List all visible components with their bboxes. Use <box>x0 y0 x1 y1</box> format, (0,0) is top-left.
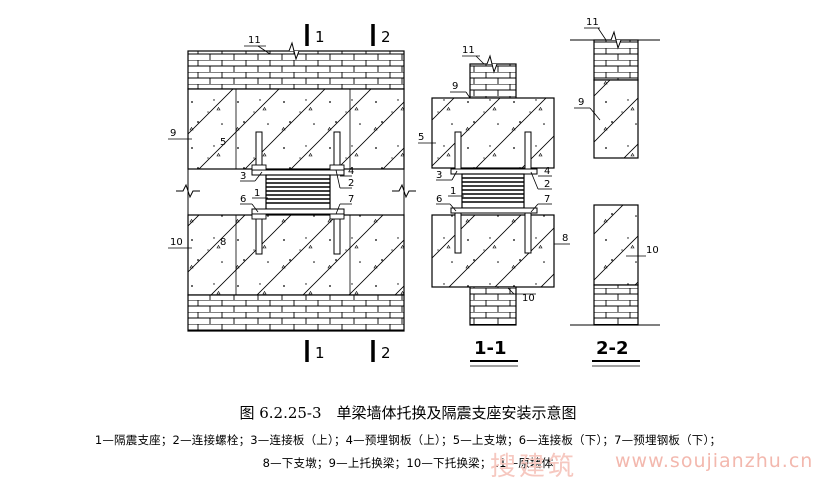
lower-transfer-beam-2-2 <box>593 204 639 286</box>
callout-3: 3 <box>436 170 442 181</box>
anchor-bolt <box>333 213 341 255</box>
callout-1: 1 <box>254 188 260 199</box>
figure-legend-line-2: 8—下支墩；9—上托换梁；10—下托换梁；11—原墙体 <box>262 456 554 470</box>
callout-8: 8 <box>220 237 226 248</box>
callout-9: 9 <box>170 128 176 139</box>
anchor-bolt <box>524 212 532 254</box>
break-line-left <box>176 183 200 199</box>
wall-retrofit-diagram: 1 2 1 2 11 9 5 10 8 3 1 6 4 2 7 <box>168 17 660 367</box>
anchor-bolt <box>454 131 462 170</box>
elevation-view: 1 2 1 2 11 9 5 10 8 3 1 6 4 2 7 <box>168 24 416 362</box>
break-line-right <box>392 183 416 199</box>
callout-5: 5 <box>418 132 424 143</box>
callout-11: 11 <box>462 45 475 56</box>
original-wall-bottom-1-1 <box>469 286 517 326</box>
upper-transfer-beam-2-2 <box>593 79 639 159</box>
callout-6: 6 <box>240 194 246 205</box>
top-break-symbol <box>280 41 310 61</box>
callout-6: 6 <box>436 194 442 205</box>
callout-3: 3 <box>240 171 246 182</box>
callout-4: 4 <box>348 166 354 177</box>
callout-1: 1 <box>450 186 456 197</box>
callout-10: 10 <box>522 293 535 304</box>
original-wall-bottom <box>187 294 405 332</box>
section-mark-label-1: 1 <box>315 344 325 362</box>
section-mark-label-2: 2 <box>381 344 391 362</box>
callout-4: 4 <box>544 166 550 177</box>
isolation-bearing <box>265 174 331 210</box>
figure-legend-line-1: 1—隔震支座；2—连接螺栓；3—连接板（上）；4—预埋钢板（上）；5—上支墩；6… <box>94 433 722 447</box>
section-1-1-view: 11 9 5 3 1 6 4 2 7 8 10 1-1 <box>418 45 570 367</box>
anchor-bolt <box>255 213 263 255</box>
anchor-bolt <box>333 131 341 171</box>
callout-8: 8 <box>562 233 568 244</box>
callout-9: 9 <box>578 97 584 108</box>
anchor-bolt <box>524 131 532 170</box>
section-mark-label-2: 2 <box>381 28 391 46</box>
isolation-bearing-assembly-elevation <box>251 131 345 255</box>
callout-10: 10 <box>646 245 659 256</box>
original-wall-bottom-2-2 <box>593 284 639 326</box>
upper-connecting-plate <box>251 169 345 176</box>
callout-10: 10 <box>170 237 183 248</box>
original-wall-top-2-2 <box>593 39 639 81</box>
view-title-1-1: 1-1 <box>474 338 507 359</box>
callout-9: 9 <box>452 81 458 92</box>
upper-transfer-beam <box>187 88 405 170</box>
callout-2: 2 <box>544 179 550 190</box>
anchor-bolt <box>255 131 263 171</box>
isolation-bearing-1-1 <box>461 173 525 209</box>
callout-11: 11 <box>586 17 599 28</box>
lower-pier <box>431 214 555 288</box>
callout-2: 2 <box>348 178 354 189</box>
watermark-logo: 搜建筑 <box>490 452 578 482</box>
section-mark-label-1: 1 <box>315 28 325 46</box>
callout-11: 11 <box>248 35 261 46</box>
lower-connecting-plate <box>251 208 345 215</box>
watermark-url: www.soujianzhu.cn <box>615 450 814 472</box>
figure-caption-title: 图 6.2.25-3 单梁墙体托换及隔震支座安装示意图 <box>239 404 577 422</box>
callout-5: 5 <box>220 137 226 148</box>
callout-7: 7 <box>348 194 354 205</box>
view-title-2-2: 2-2 <box>596 338 629 359</box>
upper-pier <box>431 97 555 169</box>
lower-transfer-beam <box>187 214 405 296</box>
callout-7: 7 <box>544 194 550 205</box>
anchor-bolt <box>454 212 462 254</box>
section-2-2-view: 11 9 10 2-2 <box>570 17 660 367</box>
